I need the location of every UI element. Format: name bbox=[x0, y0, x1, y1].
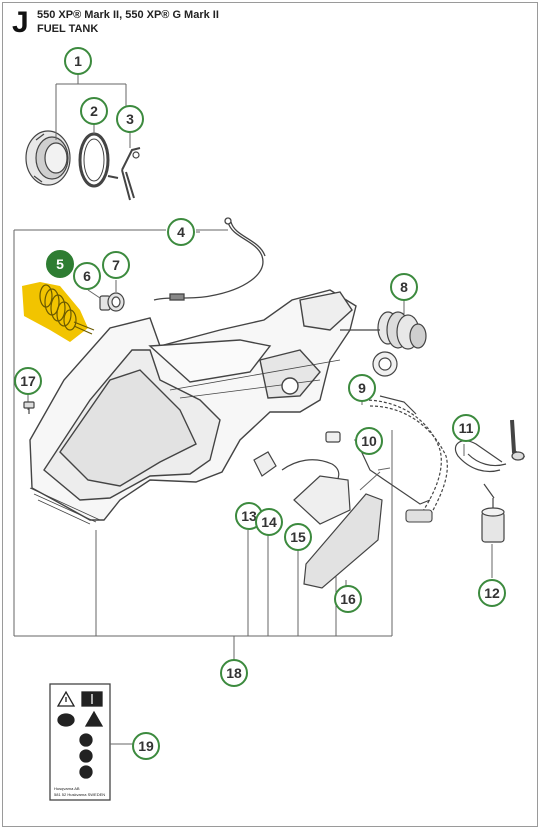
callout-label-6: 6 bbox=[83, 268, 91, 284]
fuel-filter-clamp bbox=[405, 509, 433, 523]
callout-label-19: 19 bbox=[138, 738, 154, 754]
trigger-parts bbox=[253, 431, 431, 589]
callout-label-14: 14 bbox=[261, 514, 277, 530]
callout-label-8: 8 bbox=[400, 279, 408, 295]
decal-line-2: 581 52 Huskvarna SWEDEN bbox=[54, 792, 105, 797]
callout-10: 10 bbox=[355, 427, 383, 455]
callout-1: 1 bbox=[64, 47, 92, 75]
fuel-cap-assembly bbox=[25, 130, 141, 201]
callout-label-4: 4 bbox=[177, 224, 185, 240]
callout-14: 14 bbox=[255, 508, 283, 536]
decal-line-1: Husqvarna AB bbox=[54, 786, 80, 791]
callout-18: 18 bbox=[220, 659, 248, 687]
callout-8: 8 bbox=[390, 273, 418, 301]
callout-2: 2 bbox=[80, 97, 108, 125]
callout-16: 16 bbox=[334, 585, 362, 613]
fittings-6-7 bbox=[99, 292, 125, 312]
section-title: FUEL TANK bbox=[37, 23, 99, 35]
callout-5: 5 bbox=[46, 250, 74, 278]
callout-label-18: 18 bbox=[226, 665, 242, 681]
callout-15: 15 bbox=[284, 523, 312, 551]
callout-label-7: 7 bbox=[112, 257, 120, 273]
callout-label-9: 9 bbox=[358, 380, 366, 396]
callout-label-13: 13 bbox=[241, 508, 257, 524]
callout-11: 11 bbox=[452, 414, 480, 442]
callout-label-16: 16 bbox=[340, 591, 356, 607]
callout-label-17: 17 bbox=[20, 373, 36, 389]
callout-19: 19 bbox=[132, 732, 160, 760]
callout-7: 7 bbox=[102, 251, 130, 279]
part-8-bellows bbox=[340, 311, 427, 377]
highlighted-part-5 bbox=[22, 282, 95, 342]
callout-label-15: 15 bbox=[290, 529, 306, 545]
callout-4: 4 bbox=[167, 218, 195, 246]
callout-label-5: 5 bbox=[56, 256, 64, 272]
section-letter: J bbox=[12, 6, 29, 39]
callout-6: 6 bbox=[73, 262, 101, 290]
callout-label-3: 3 bbox=[126, 111, 134, 127]
callout-17: 17 bbox=[14, 367, 42, 395]
callout-label-1: 1 bbox=[74, 53, 82, 69]
warning-decal: Husqvarna AB 581 52 Huskvarna SWEDEN bbox=[49, 683, 111, 801]
callout-12: 12 bbox=[478, 579, 506, 607]
fuel-tank-body bbox=[29, 289, 357, 525]
callout-lines-1 bbox=[55, 74, 131, 148]
model-title: 550 XP® Mark II, 550 XP® G Mark II bbox=[37, 9, 219, 21]
callout-9: 9 bbox=[348, 374, 376, 402]
callout-label-11: 11 bbox=[459, 420, 474, 436]
callout-label-12: 12 bbox=[484, 585, 500, 601]
screw-17 bbox=[23, 401, 35, 414]
callout-label-10: 10 bbox=[361, 433, 377, 449]
throttle-cable bbox=[153, 217, 266, 301]
callout-label-2: 2 bbox=[90, 103, 98, 119]
callout-3: 3 bbox=[116, 105, 144, 133]
fuel-hose-9 bbox=[363, 395, 448, 521]
bracket-lines bbox=[13, 229, 393, 660]
